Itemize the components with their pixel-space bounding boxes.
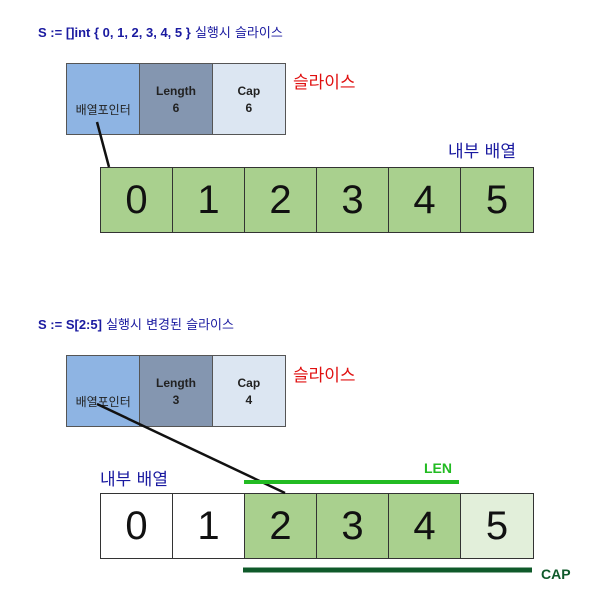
cap-label: CAP [541,566,571,582]
top-caption: S := []int { 0, 1, 2, 3, 4, 5 } 실행시 슬라이스 [38,22,283,41]
bottom-length-value: 3 [172,392,180,407]
top-array-label: 내부 배열 [448,142,516,162]
top-array-cell: 3 [317,168,389,232]
top-pointer-label: 배열포인터 [75,103,131,117]
bottom-slice-header: 배열포인터 Length 3 Cap 4 [66,355,286,427]
bottom-array-cell: 1 [173,494,245,558]
len-label: LEN [424,460,452,476]
bottom-array-cell: 5 [461,494,533,558]
top-length-value: 6 [172,100,180,115]
bottom-caption-text: 실행시 변경된 슬라이스 [106,318,234,333]
top-array-cell: 2 [245,168,317,232]
bottom-pointer-label: 배열포인터 [75,395,131,409]
bottom-array-cell: 0 [101,494,173,558]
top-cap-value: 6 [245,100,253,115]
bottom-array: 0 1 2 3 4 5 [100,493,534,559]
top-array-cell: 0 [101,168,173,232]
top-caption-code: S := []int { 0, 1, 2, 3, 4, 5 } [38,25,191,40]
bottom-array-cell: 3 [317,494,389,558]
bottom-pointer-box: 배열포인터 [67,356,141,426]
bottom-cap-label: Cap [237,375,261,390]
bottom-slice-label: 슬라이스 [293,366,356,386]
top-pointer-box: 배열포인터 [67,64,141,134]
top-array-cell: 4 [389,168,461,232]
top-slice-label: 슬라이스 [293,73,356,93]
bottom-array-label: 내부 배열 [100,470,168,490]
top-length-label: Length [156,83,196,98]
top-array: 0 1 2 3 4 5 [100,167,534,233]
top-caption-text: 실행시 슬라이스 [194,26,283,41]
top-slice-header: 배열포인터 Length 6 Cap 6 [66,63,286,135]
top-cap-label: Cap [237,83,261,98]
top-cap-box: Cap 6 [212,64,285,134]
bottom-cap-box: Cap 4 [212,356,285,426]
bottom-cap-value: 4 [245,392,253,407]
bottom-array-cell: 4 [389,494,461,558]
bottom-array-cell: 2 [245,494,317,558]
top-array-cell: 5 [461,168,533,232]
bottom-caption: S := S[2:5] 실행시 변경된 슬라이스 [38,314,234,333]
top-array-cell: 1 [173,168,245,232]
bottom-length-label: Length [156,375,196,390]
bottom-length-box: Length 3 [140,356,213,426]
top-length-box: Length 6 [140,64,213,134]
bottom-caption-code: S := S[2:5] [38,317,102,332]
